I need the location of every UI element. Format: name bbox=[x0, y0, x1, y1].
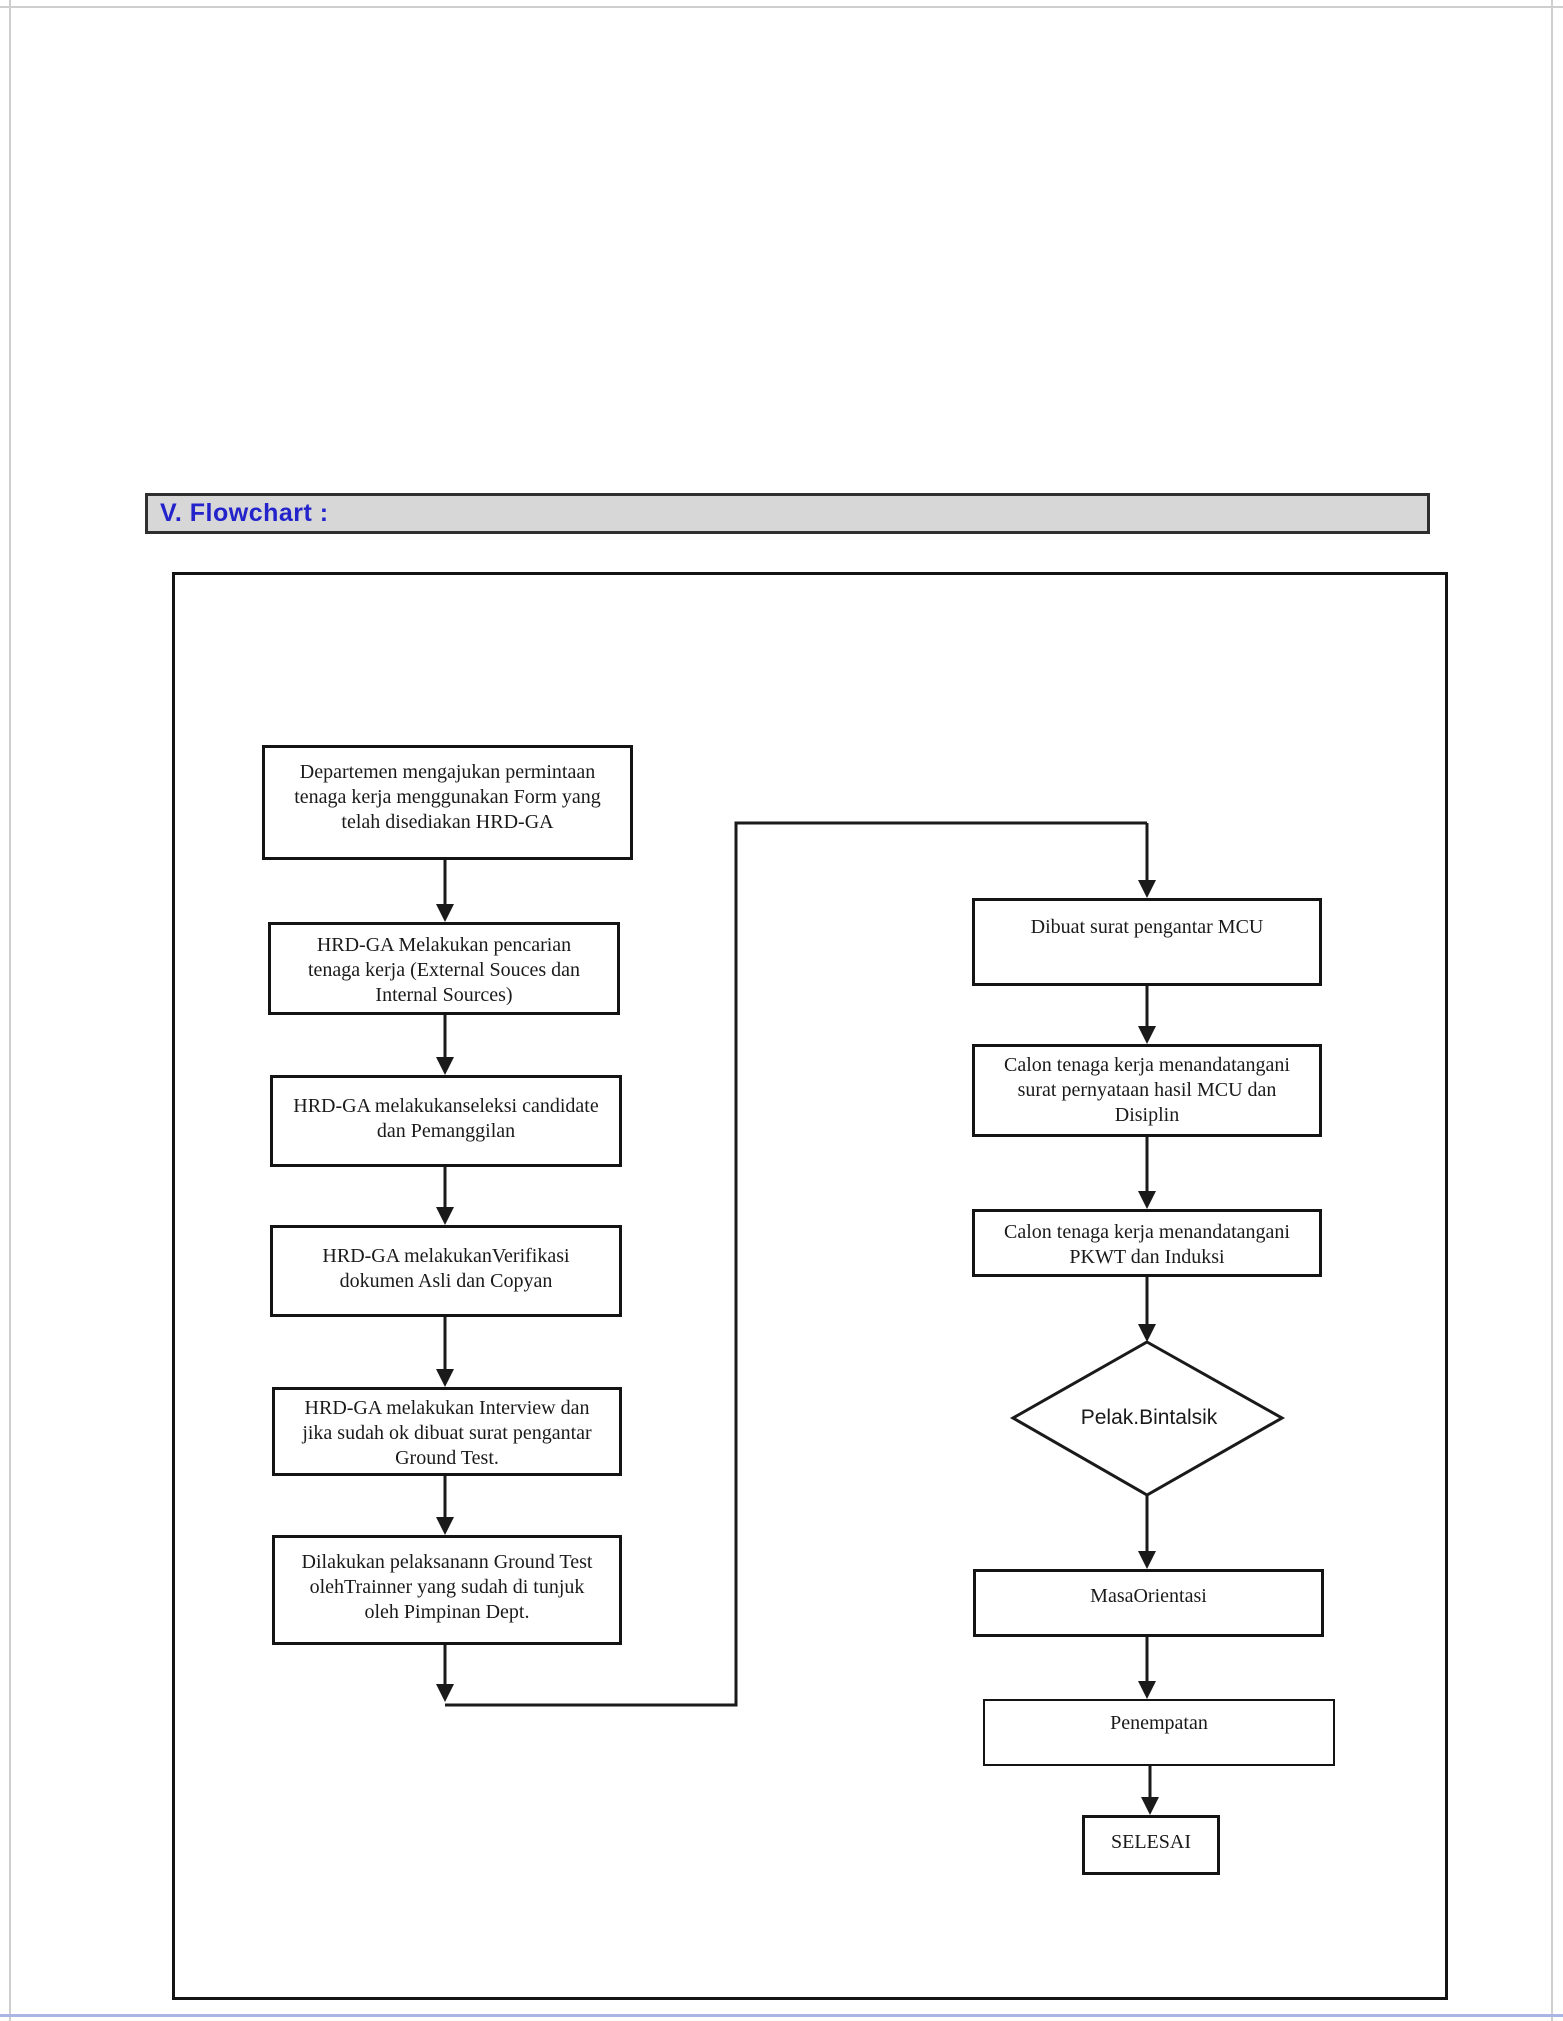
section-title: V. Flowchart : bbox=[160, 499, 329, 527]
flow-decision-bintalsik: Pelak.Bintalsik bbox=[1080, 1406, 1218, 1429]
flow-step-seleksi: HRD-GA melakukanseleksi candidate dan Pe… bbox=[270, 1075, 622, 1167]
flow-step-pencarian: HRD-GA Melakukan pencarian tenaga kerja … bbox=[268, 922, 620, 1015]
flow-step-interview: HRD-GA melakukan Interview dan jika suda… bbox=[272, 1387, 622, 1476]
section-header-bar: V. Flowchart : bbox=[145, 493, 1430, 534]
flow-step-verifikasi: HRD-GA melakukanVerifikasi dokumen Asli … bbox=[270, 1225, 622, 1317]
flow-step-masa-orientasi: MasaOrientasi bbox=[973, 1569, 1324, 1637]
flow-step-surat-mcu: Dibuat surat pengantar MCU bbox=[972, 898, 1322, 986]
page-edge-right bbox=[1551, 0, 1553, 2021]
page-edge-left bbox=[9, 0, 11, 2021]
page-edge-top bbox=[0, 6, 1563, 8]
flow-step-ground-test: Dilakukan pelaksanann Ground Test olehTr… bbox=[272, 1535, 622, 1645]
flowchart-frame: Departemen mengajukan permintaan tenaga … bbox=[172, 572, 1448, 2000]
flow-step-pernyataan-mcu: Calon tenaga kerja menandatangani surat … bbox=[972, 1044, 1322, 1137]
page-bottom-rule bbox=[0, 2014, 1563, 2017]
flow-terminator-selesai: SELESAI bbox=[1082, 1815, 1220, 1875]
flow-step-dept-request: Departemen mengajukan permintaan tenaga … bbox=[262, 745, 633, 860]
flow-step-pkwt-induksi: Calon tenaga kerja menandatangani PKWT d… bbox=[972, 1209, 1322, 1277]
flow-step-penempatan: Penempatan bbox=[983, 1699, 1335, 1766]
